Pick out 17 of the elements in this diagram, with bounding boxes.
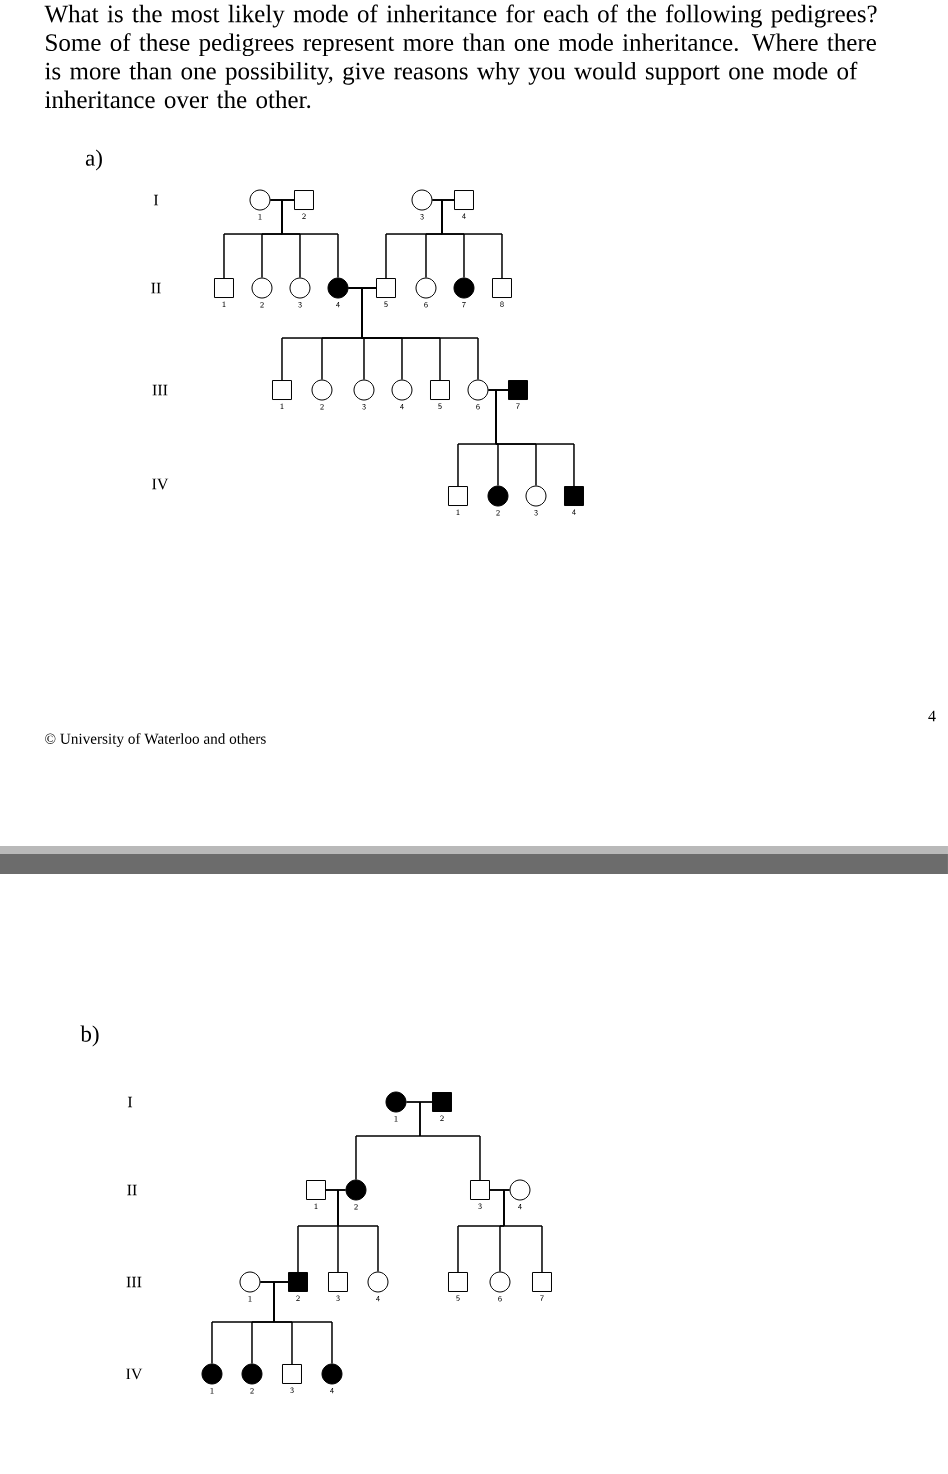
generation-label: III: [152, 384, 168, 396]
panel-label: b): [80, 1025, 99, 1047]
question-text: What is the most likely mode of inheritance for each of the following pedigrees? Some of these pedigrees represent more than one mode inheritance. Where there is more than one possibility, give reasons why you would support one mode of inheritance over the other.: [44, 4, 877, 109]
generation-label: II: [151, 282, 161, 294]
generation-label: II: [127, 1184, 137, 1196]
generation-label: I: [127, 1096, 133, 1108]
descent-line: [281, 199, 339, 279]
generation-label: III: [126, 1276, 142, 1288]
descent-line: [337, 1189, 379, 1272]
panel-label: a): [85, 149, 102, 171]
page-number: 4: [928, 710, 936, 722]
descent-line: [419, 1101, 481, 1181]
generation-label: I: [153, 194, 159, 206]
descent-line: [503, 1189, 543, 1273]
generation-label: IV: [152, 478, 169, 490]
descent-line: [273, 1281, 333, 1364]
generation-label: IV: [126, 1368, 143, 1380]
